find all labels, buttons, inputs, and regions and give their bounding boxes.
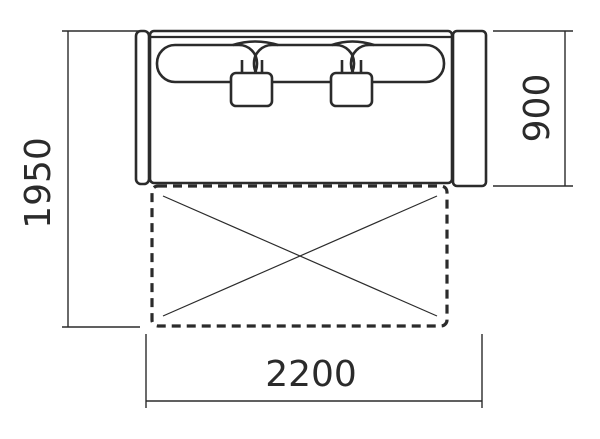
bed-extension <box>150 184 449 328</box>
seat-depth-dimension <box>493 30 573 187</box>
back-cushion-left <box>155 43 259 84</box>
cushion-join-left <box>232 40 279 47</box>
width-dimension <box>145 334 483 408</box>
cross-line-b <box>162 195 438 317</box>
left-armrest <box>134 29 151 186</box>
seat-depth-label: 900 <box>517 74 558 143</box>
right-armrest <box>451 29 488 188</box>
cushion-join-right <box>331 40 375 47</box>
width-label: 2200 <box>265 354 357 395</box>
pillow-group <box>229 60 374 108</box>
back-cushion-right <box>349 43 446 84</box>
total-depth-label: 1950 <box>18 137 59 229</box>
sofa-seat <box>148 29 454 185</box>
total-depth-dimension <box>62 30 140 328</box>
pillow-left <box>229 71 274 108</box>
cross-icon <box>162 195 438 317</box>
back-cushion-middle <box>252 43 356 84</box>
sofa <box>134 29 488 188</box>
bed-extension-outline <box>150 184 449 328</box>
pillow-right <box>329 71 374 108</box>
seat-cushion-icon <box>155 40 446 84</box>
